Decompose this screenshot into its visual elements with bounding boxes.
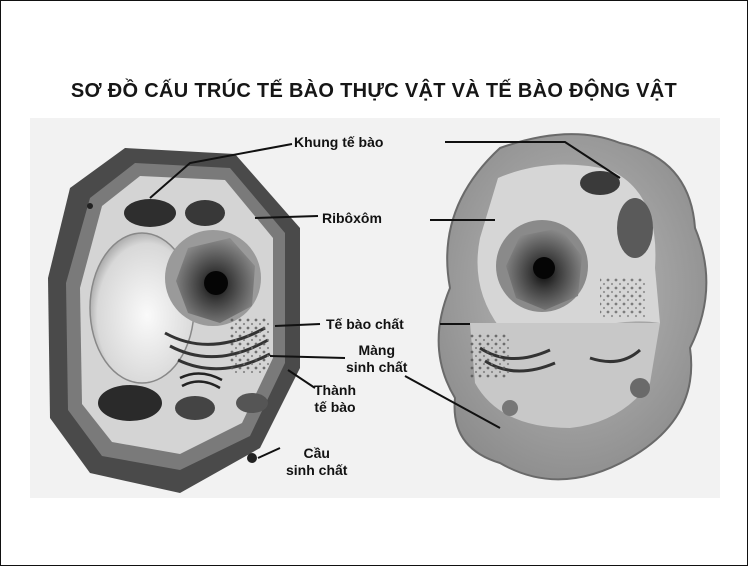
label-cau-line2: sinh chất (286, 462, 347, 479)
label-thanh-line1: Thành (314, 382, 356, 399)
cell-diagram: Khung tế bào Ribôxôm Tế bào chất Màng si… (30, 118, 720, 498)
label-mang-line2: sinh chất (346, 359, 407, 376)
label-mang-line1: Màng (346, 342, 407, 359)
animal-cell (439, 134, 707, 479)
label-cau-line1: Cầu (286, 445, 347, 462)
label-te-bao-chat: Tế bào chất (326, 316, 404, 333)
label-mang-sinh-chat: Màng sinh chất (346, 342, 407, 376)
leader-cau (258, 448, 280, 458)
plant-cell (48, 148, 300, 493)
label-thanh-line2: tế bào (314, 399, 356, 416)
diagram-title: SƠ ĐỒ CẤU TRÚC TẾ BÀO THỰC VẬT VÀ TẾ BÀO… (0, 80, 748, 103)
label-khung-te-bao: Khung tế bào (294, 134, 383, 151)
label-riboxom: Ribôxôm (322, 210, 382, 227)
label-thanh-te-bao: Thành tế bào (314, 382, 356, 416)
cell-illustration (30, 118, 720, 498)
label-cau-sinh-chat: Cầu sinh chất (286, 445, 347, 479)
